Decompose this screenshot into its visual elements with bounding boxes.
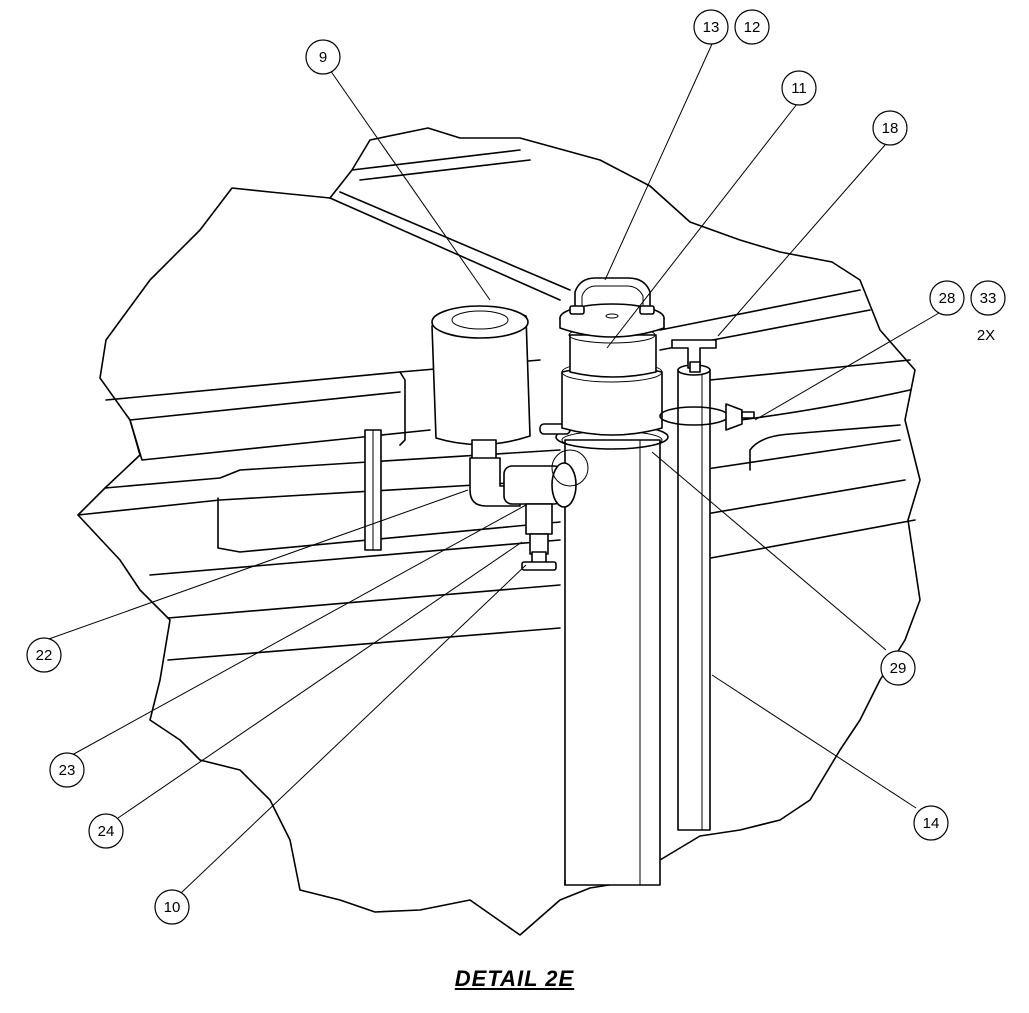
reducer-fitting [525, 503, 553, 535]
svg-text:28: 28 [939, 290, 956, 307]
callout-29: 29 [880, 650, 916, 686]
tray-rim [399, 371, 406, 446]
main-pipe [564, 439, 661, 886]
tray-inner-edge [129, 391, 401, 421]
right-rail-4 [699, 439, 901, 471]
detail-title: DETAIL 2E [454, 966, 575, 991]
callout-11: 11 [781, 70, 817, 106]
callout-28: 28 [929, 280, 965, 316]
tray-lower-ledge2 [77, 479, 561, 516]
right-curve [739, 389, 911, 421]
callout-18: 18 [872, 110, 908, 146]
svg-text:18: 18 [882, 120, 899, 137]
svg-text:24: 24 [98, 823, 115, 840]
tray-lower-ledge [104, 449, 561, 489]
svg-text:23: 23 [59, 762, 76, 779]
quantity-note: 2X [977, 327, 995, 344]
back-panel-top [351, 149, 521, 171]
callout-33: 33 [970, 280, 1006, 316]
svg-text:14: 14 [923, 815, 940, 832]
callout-22: 22 [26, 637, 62, 673]
right-rail-5 [699, 479, 906, 516]
tray-front [129, 419, 431, 461]
svg-text:13: 13 [703, 19, 720, 36]
tray-recess [217, 497, 561, 553]
svg-text:9: 9 [319, 49, 327, 66]
svg-text:22: 22 [36, 647, 53, 664]
cap-handle [574, 277, 651, 313]
callout-14: 14 [913, 805, 949, 841]
svg-text:10: 10 [164, 899, 181, 916]
back-panel-edge2 [339, 191, 571, 291]
break-out-boundary [77, 127, 921, 936]
callout-10: 10 [154, 889, 190, 925]
leader-lines [45, 43, 940, 894]
callout-24: 24 [88, 813, 124, 849]
back-panel-edge [329, 197, 561, 301]
frame-lower-rail [149, 539, 561, 576]
frame-bottom-rail [167, 627, 561, 661]
svg-text:11: 11 [791, 80, 807, 97]
right-bracket [749, 424, 901, 471]
back-panel-top2 [359, 159, 531, 181]
right-rail-6 [699, 519, 916, 561]
right-rail-top [659, 289, 861, 331]
callout-13: 13 [693, 9, 729, 45]
frame-lower-rail2 [167, 584, 561, 619]
right-rail-3 [709, 359, 911, 381]
svg-text:33: 33 [980, 290, 997, 307]
callout-23: 23 [49, 752, 85, 788]
secondary-pipe [677, 369, 711, 831]
svg-text:12: 12 [744, 19, 761, 36]
callout-9: 9 [305, 39, 341, 75]
callout-12: 12 [734, 9, 770, 45]
svg-text:29: 29 [890, 660, 907, 677]
